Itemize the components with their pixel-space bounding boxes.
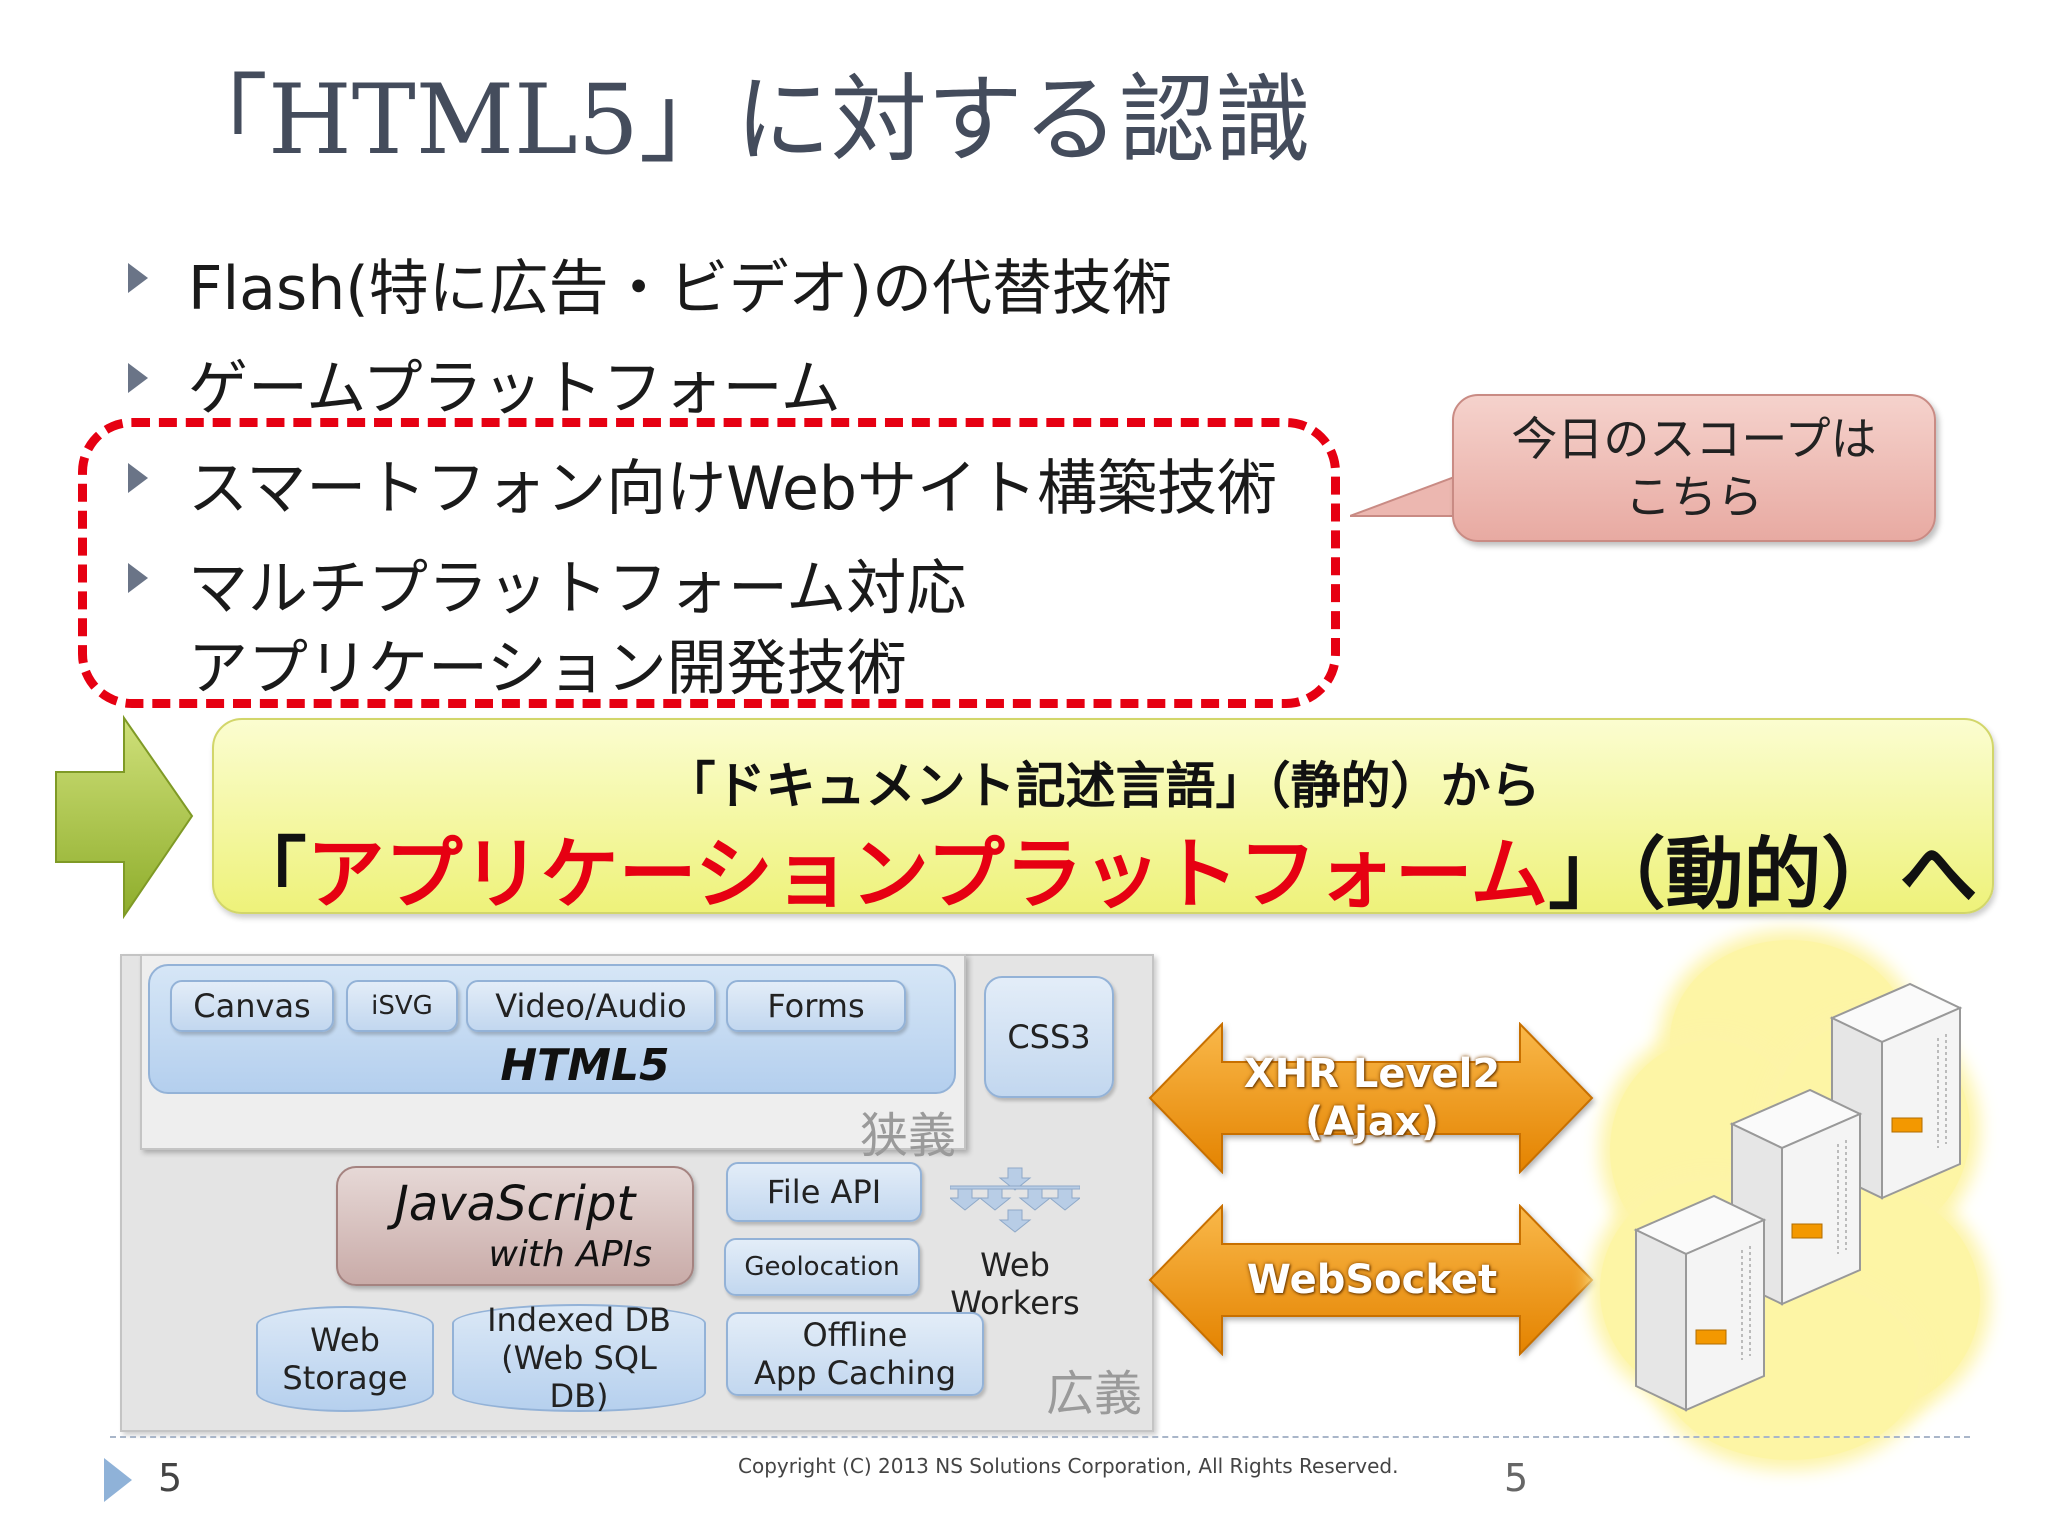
slide-title: 「HTML5」に対する認識 (172, 64, 1311, 176)
transition-arrow-icon (55, 714, 194, 920)
javascript-box: JavaScript with APIs (336, 1166, 694, 1286)
xhr-line-2: (Ajax) (1304, 1099, 1440, 1145)
banner-close-text: 」（動的）へ (1548, 830, 1978, 920)
geolocation-box: Geolocation (724, 1238, 920, 1296)
paradigm-shift-banner: 「ドキュメント記述言語」（静的）から 「アプリケーションプラットフォーム」（動的… (212, 718, 1994, 920)
server-icon (1633, 1194, 1767, 1412)
web-workers-label: Web Workers (940, 1246, 1090, 1322)
indexed-db-line-2: (Web SQL (501, 1339, 657, 1377)
bullet-item-1: Flash(特に広告・ビデオ)の代替技術 (188, 254, 1173, 324)
broad-label: 広義 (1046, 1366, 1143, 1422)
web-storage-line-2: Storage (282, 1359, 408, 1397)
xhr-double-arrow-icon (1148, 1022, 1594, 1174)
footer-divider (110, 1436, 1970, 1438)
footer-page-right: 5 (1504, 1456, 1529, 1500)
websocket-double-arrow-icon (1148, 1204, 1594, 1356)
footer-page-left: 5 (158, 1456, 183, 1500)
indexed-db-line-1: Indexed DB (487, 1301, 671, 1339)
javascript-label: JavaScript (394, 1176, 636, 1232)
file-api-box: File API (726, 1162, 922, 1222)
pill-canvas: Canvas (170, 980, 334, 1032)
offline-line-2: App Caching (754, 1354, 956, 1392)
bullet-item-3: スマートフォン向けWebサイト構築技術 (188, 454, 1278, 524)
banner-open-bracket: 「 (228, 830, 307, 920)
pill-forms: Forms (726, 980, 906, 1032)
pill-video-audio: Video/Audio (466, 980, 716, 1032)
with-apis-label: with APIs (488, 1234, 652, 1275)
server-icon (1829, 982, 1963, 1200)
narrow-label: 狭義 (860, 1108, 957, 1164)
xhr-line-1: XHR Level2 (1243, 1051, 1501, 1097)
footer-copyright: Copyright (C) 2013 NS Solutions Corporat… (738, 1454, 1399, 1478)
css3-box: CSS3 (984, 976, 1114, 1098)
banner-highlight-text: アプリケーションプラットフォーム (306, 830, 1549, 920)
offline-app-caching-box: Offline App Caching (726, 1312, 984, 1396)
bullet-marker-icon (128, 363, 148, 393)
html5-label: HTML5 (500, 1040, 670, 1091)
scope-callout: 今日のスコープは こちら (1452, 394, 1936, 542)
web-storage-line-1: Web (310, 1321, 380, 1359)
bullet-marker-icon (128, 563, 148, 593)
callout-line-2: こちら (1625, 470, 1763, 524)
callout-line-1: 今日のスコープは (1511, 412, 1877, 466)
bullet-item-4: マルチプラットフォーム対応 (188, 554, 967, 624)
pill-isvg: iSVG (346, 980, 458, 1032)
websocket-label: WebSocket (1246, 1257, 1498, 1303)
web-workers-icon (950, 1167, 1080, 1233)
bullet-item-4-line2: アプリケーション開発技術 (188, 634, 907, 704)
banner-line-1: 「ドキュメント記述言語」（静的）から (665, 757, 1541, 815)
scope-highlight-frame (78, 418, 1340, 708)
xhr-label: XHR Level2 (Ajax) (1222, 1050, 1522, 1146)
web-workers-line-1: Web (980, 1246, 1050, 1284)
bullet-item-2: ゲームプラットフォーム (188, 354, 841, 424)
bullet-marker-icon (128, 263, 148, 293)
indexed-db-line-3: DB) (549, 1377, 609, 1415)
banner-line-2: 「アプリケーションプラットフォーム」（動的）へ (214, 812, 1992, 924)
footer-marker-icon (104, 1458, 132, 1502)
bullet-marker-icon (128, 463, 148, 493)
offline-line-1: Offline (802, 1316, 908, 1354)
